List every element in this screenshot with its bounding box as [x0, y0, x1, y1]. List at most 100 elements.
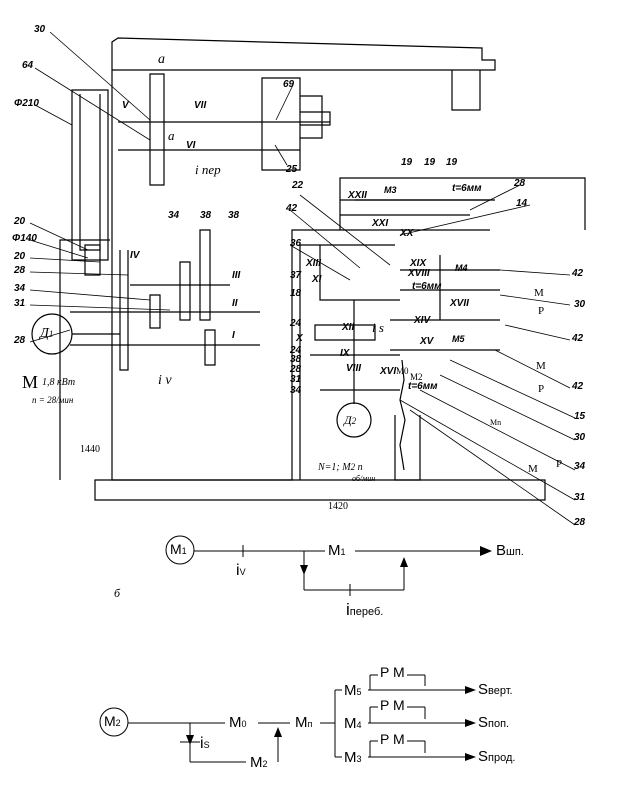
roman-xiv: XIV [414, 315, 431, 326]
m1-power: 1,8 кВт [42, 377, 76, 388]
c-m0-text: M0 [229, 714, 247, 731]
b-m1-node-text: M1 [328, 542, 346, 559]
callout-24a: 24 [290, 318, 302, 329]
roman-x: X [296, 333, 303, 344]
m1-rpm: n = 28/мин [32, 395, 74, 405]
motor2-unit: об/мин [352, 474, 376, 483]
roman-xi: XI [312, 274, 322, 285]
m-right-1: M [534, 287, 544, 299]
roman-viii: VIII [346, 363, 362, 374]
roman-xviii: XVIII [408, 268, 430, 279]
callout-42d: 42 [572, 381, 584, 392]
diagram-b [165, 535, 492, 596]
callout-36: 36 [290, 238, 302, 249]
roman-xvi: XVI [380, 366, 397, 377]
callout-18: 18 [290, 288, 302, 299]
c-pm-3: P M [378, 731, 407, 747]
b-arrowhead [480, 546, 492, 556]
callout-37: 37 [290, 270, 302, 281]
callout-f140: Φ140 [12, 233, 37, 244]
pitch-label-1: t=6мм [452, 183, 482, 194]
callout-34c: 34 [290, 385, 302, 396]
roman-xvii: XVII [450, 298, 469, 309]
callout-19a: 19 [401, 157, 413, 168]
callout-38a: 38 [200, 210, 212, 221]
m0-sketch-label: M0 [396, 366, 409, 376]
roman-iii: III [232, 270, 241, 281]
c-is-text: iS [200, 735, 210, 752]
c-s-prod: Sпрод. [478, 748, 516, 765]
motor2-caption: N=1; M2 n [318, 462, 363, 473]
c-m5-text: M5 [344, 682, 362, 699]
callout-64: 64 [22, 60, 34, 71]
roman-xxi: XXI [372, 218, 389, 229]
callout-28c: 28 [290, 364, 302, 375]
callout-42a: 42 [286, 203, 298, 214]
callout-28a: 28 [14, 265, 26, 276]
callout-34a: 34 [14, 283, 26, 294]
callout-38b: 38 [228, 210, 240, 221]
callout-25: 25 [286, 164, 298, 175]
label-i-v: i v [158, 373, 172, 388]
c-pm-1: P M [378, 664, 407, 680]
pitch-label-2: t=6мм [412, 281, 442, 292]
c-s-vert: Sверт. [478, 681, 513, 698]
motor1-label: Д1 [40, 326, 54, 341]
pitch-label-3: t=6мм [408, 381, 438, 392]
callout-28e: 28 [574, 517, 586, 528]
callout-30: 30 [34, 24, 46, 35]
m-right-3: M [528, 463, 538, 475]
label-a-mid: a [168, 128, 175, 143]
callout-31a: 31 [14, 298, 26, 309]
machine-body [31, 37, 586, 501]
callout-34d: 34 [574, 461, 586, 472]
callout-42b: 42 [572, 268, 584, 279]
roman-i: I [232, 330, 235, 341]
p-right-3: P [556, 458, 563, 470]
label-b: б [114, 586, 121, 600]
callout-30c: 30 [574, 432, 586, 443]
b-ipereb-text: iпереб. [346, 600, 384, 619]
b-iv-text: iV [236, 562, 246, 579]
callout-31b: 31 [290, 374, 302, 385]
motor2-label: Д2 [344, 413, 357, 427]
roman-iv: IV [130, 250, 140, 261]
roman-xv: XV [420, 336, 434, 347]
m2-sketch-label: M2 [410, 372, 423, 382]
c-pm-2: P M [378, 697, 407, 713]
callout-34b: 34 [168, 210, 180, 221]
b-m1-circle-text: M1 [170, 541, 187, 557]
callout-28b: 28 [14, 335, 26, 346]
b-output-text: Bшп. [496, 542, 524, 559]
m1-main-label: M [22, 372, 39, 392]
callout-15: 15 [574, 411, 586, 422]
callout-14: 14 [516, 198, 528, 209]
roman-xxii: XXII [348, 190, 367, 201]
m2-circle [99, 707, 129, 737]
callout-20a: 20 [14, 216, 26, 227]
c-mn-text: Mп [295, 714, 313, 731]
c-m2-circle-text: M2 [104, 713, 121, 729]
c-m4-text: M4 [344, 715, 362, 732]
m4-small: M4 [455, 263, 468, 273]
p-right-2: P [538, 383, 545, 395]
callout-31c: 31 [574, 492, 586, 503]
callout-28d: 28 [514, 178, 526, 189]
label-i-s: i s [372, 320, 384, 335]
dim-1440: 1440 [80, 444, 100, 455]
mn-sketch-label: Mn [490, 418, 502, 427]
m5-small: M5 [452, 334, 465, 344]
callout-38c: 38 [290, 354, 302, 365]
roman-vi: VI [186, 140, 196, 151]
label-i-per: i пер [195, 162, 221, 177]
roman-ix: IX [340, 348, 350, 359]
roman-xii: XII [342, 322, 355, 333]
roman-ii: II [232, 298, 238, 309]
roman-vii: VII [194, 100, 207, 111]
c-m2-node-text: M2 [250, 754, 268, 771]
dim-1420: 1420 [328, 501, 348, 512]
c-m3-text: M3 [344, 749, 362, 766]
label-a-top: a [158, 52, 165, 67]
callout-f210: Φ210 [14, 98, 39, 109]
